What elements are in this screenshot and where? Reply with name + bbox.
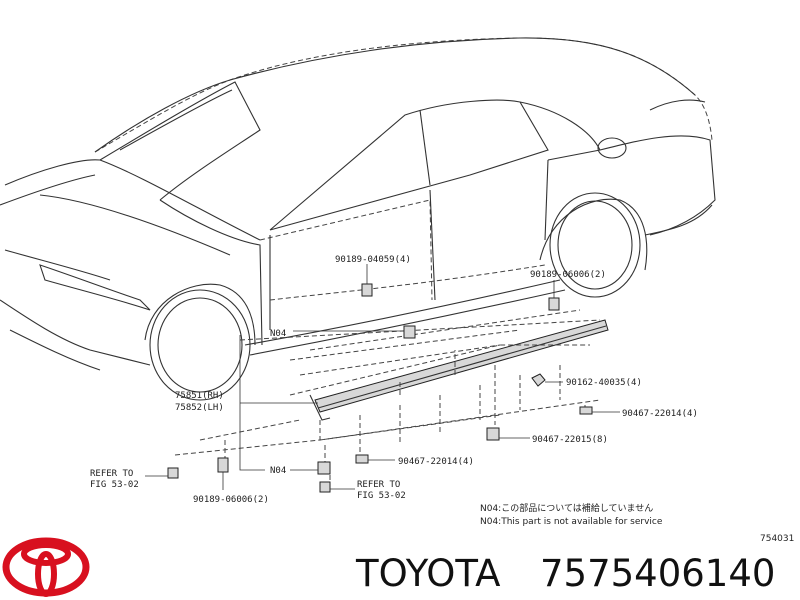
figure-id: 754031 [760,534,794,544]
clip-9046722015 [486,427,500,441]
brand-name: TOYOTA [355,552,500,595]
label-refer-mid-1: REFER TO [357,480,400,490]
label-9046722014-right: 90467-22014(4) [622,409,698,419]
clip-n04-top [403,325,416,339]
toyota-logo-icon [2,537,90,597]
clip-9046722014-m [355,454,369,464]
rocker-moulding [239,309,609,421]
part-labels: 90189-04059(4) 90189-06006(2) N04 90162-… [90,255,698,505]
exploded-grid [174,329,601,492]
footnotes: N04:この部品については補給していません N04:This part is n… [480,502,794,544]
fasteners [167,283,593,493]
label-9018906006-right: 90189-06006(2) [530,270,606,280]
clip-9046722014-r [579,406,593,415]
leader-lines [145,264,620,490]
label-9046722015: 90467-22015(8) [532,435,608,445]
label-9018906006-left: 90189-06006(2) [193,495,269,505]
clip-n04-bottom [317,461,331,475]
clip-9018904059 [361,283,373,297]
car-outline [0,37,716,401]
label-75852: 75852(LH) [175,403,224,413]
clip-9018906006-r [548,297,560,311]
label-75851: 75851(RH) [175,391,224,401]
part-number: 7575406140 [540,552,775,595]
label-refer-left-1: REFER TO [90,469,133,479]
clip-refer-left [167,467,179,479]
clip-9018906006-l [217,457,229,473]
label-9046722014-middle: 90467-22014(4) [398,457,474,467]
note-n04-japanese: N04:この部品については補給していません [480,502,653,514]
label-9016240035: 90162-40035(4) [566,378,642,388]
note-n04-english: N04:This part is not available for servi… [480,517,663,527]
screw-9016240035 [531,373,546,387]
label-n04-bottom: N04 [270,466,286,476]
label-n04-top: N04 [270,329,286,339]
label-refer-left-2: FIG 53-02 [90,480,139,490]
label-9018904059: 90189-04059(4) [335,255,411,265]
label-refer-mid-2: FIG 53-02 [357,491,406,501]
clip-refer-mid [319,481,331,493]
